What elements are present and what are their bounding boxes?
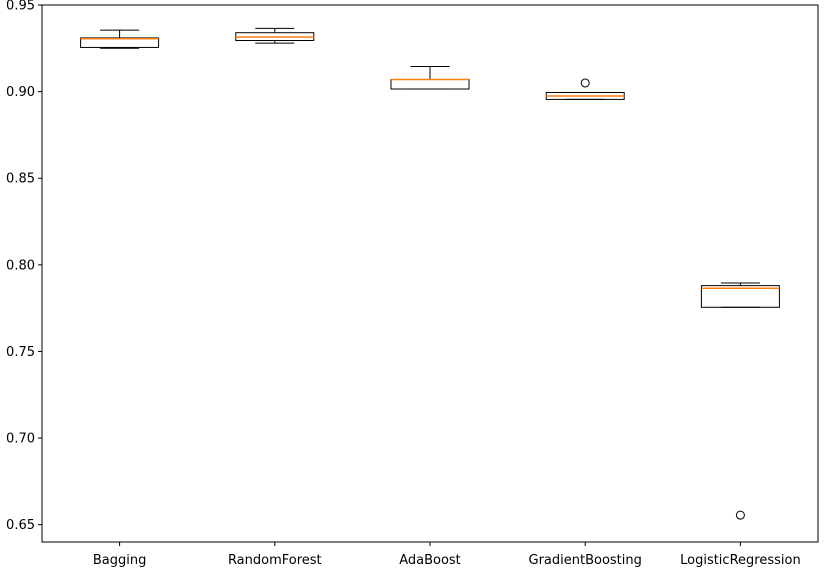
y-tick-label: 0.95 [6, 0, 35, 14]
plot-frame [41, 4, 819, 543]
box-bagging [80, 37, 160, 48]
x-tick-label: RandomForest [228, 553, 322, 568]
y-tick-label: 0.65 [6, 518, 35, 533]
y-tick-label: 0.75 [6, 345, 35, 360]
box-logisticregression [700, 285, 780, 308]
outlier-point [580, 78, 590, 88]
y-tick-label: 0.90 [6, 85, 35, 100]
y-tick-label: 0.85 [6, 172, 35, 187]
x-tick-label: AdaBoost [399, 553, 461, 568]
x-tick-label: LogisticRegression [680, 553, 801, 568]
x-tick-label: Bagging [93, 553, 147, 568]
y-tick-label: 0.70 [6, 432, 35, 447]
outlier-point [735, 510, 745, 520]
x-tick-label: GradientBoosting [529, 553, 642, 568]
box-adaboost [390, 78, 470, 90]
y-tick-label: 0.80 [6, 258, 35, 273]
